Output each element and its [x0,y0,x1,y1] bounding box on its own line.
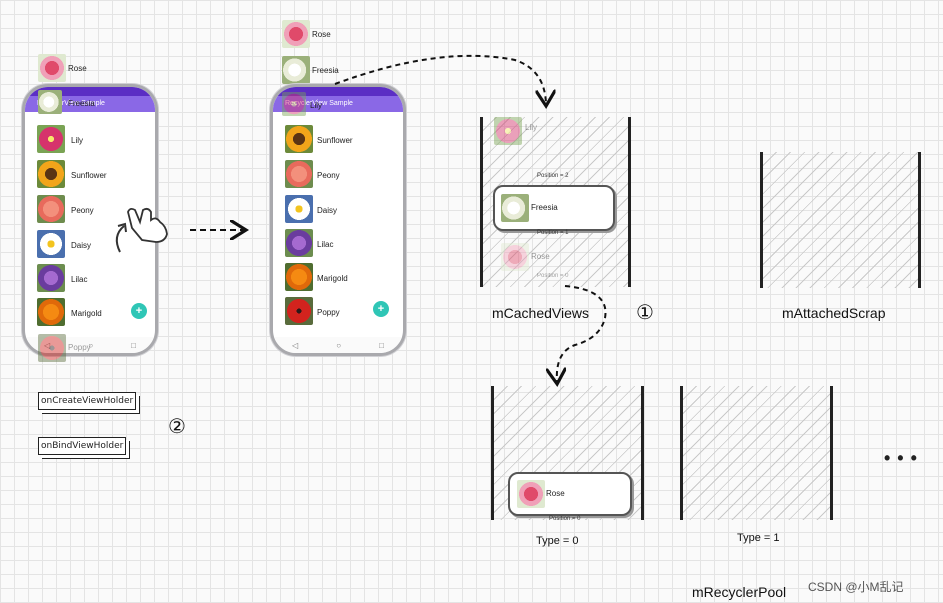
list-item-label[interactable]: Marigold [317,274,348,283]
peony-thumbnail [285,160,313,188]
recycler-pool-type1-column [680,386,833,520]
nav-bar: ◁ ○ □ [273,337,403,353]
step-one-marker: ① [636,300,654,324]
list-item-label[interactable]: Poppy [317,308,340,317]
list-item-label[interactable]: Marigold [71,309,102,318]
cached-freesia-label: Freesia [531,203,558,212]
lily-thumbnail [37,125,65,153]
rose-thumbnail [501,243,529,271]
home-icon[interactable]: ○ [336,340,342,350]
on-bind-view-holder-tag: onBindViewHolder [38,437,127,455]
recycler-pool-type0-column: Rose Position = 0 [491,386,644,522]
rose-thumbnail [517,480,545,508]
attached-scrap-column [760,152,921,288]
list-item-label[interactable]: Lilac [317,240,334,249]
right-phone-frame: RecyclerView Sample Sunflower Peony Dais… [270,84,406,356]
position-label: Position = 2 [537,173,569,179]
poppy-label: Poppy [68,343,91,352]
recents-icon[interactable]: □ [379,340,384,350]
freesia-label: Freesia [312,66,339,75]
freesia-thumbnail [38,90,62,114]
list-item-label[interactable]: Sunflower [71,171,107,180]
list-item-label[interactable]: Daisy [317,206,338,215]
pool-rose-label: Rose [546,489,565,498]
poppy-thumbnail [285,297,313,325]
daisy-thumbnail [37,230,65,258]
to-recycler-pool-arrow [557,285,607,382]
freesia-label: Freesia [68,99,95,108]
cached-views-title: mCachedViews [492,305,590,321]
list-item-label[interactable]: Sunflower [317,136,353,145]
status-bar [25,87,155,96]
left-phone-frame: RecyclerView Sample Lily Sunflower Peony… [22,84,158,356]
list-item-label[interactable]: Daisy [71,241,92,250]
position-label: Position = 1 [537,230,569,236]
daisy-thumbnail [285,195,313,223]
on-create-view-holder-tag: onCreateViewHolder [38,392,137,410]
lilac-thumbnail [37,264,65,292]
add-fab-button[interactable]: + [131,303,147,319]
to-cached-views-arrow [334,54,546,104]
list-item-label[interactable]: Peony [317,171,340,180]
rose-label: Rose [312,30,331,39]
cached-rose-label: Rose [531,252,550,261]
lily-thumbnail [494,117,522,145]
cached-views-column: Lily Position = 2 Freesia Position = 1 R… [480,117,631,287]
attached-scrap-title: mAttachedScrap [782,305,886,321]
back-icon[interactable]: ◁ [44,340,51,350]
position-label: Position = 0 [537,273,569,279]
lily-thumbnail [282,92,306,116]
sunflower-thumbnail [37,160,65,188]
lily-label: Lily [310,101,323,110]
sunflower-thumbnail [285,125,313,153]
status-bar [273,87,403,96]
recycler-pool-title: mRecyclerPool [692,584,787,600]
cached-lily-label: Lily [525,123,538,132]
recents-icon[interactable]: □ [131,340,136,350]
watermark: CSDN @小M乱记 [808,580,904,594]
marigold-thumbnail [37,298,65,326]
freesia-thumbnail [282,56,310,84]
pool-rose-card: Rose [508,472,632,516]
rose-thumbnail [38,54,66,82]
app-bar-title: RecyclerView Sample [273,96,403,112]
add-fab-button[interactable]: + [373,301,389,317]
type-0-label: Type = 0 [536,535,579,547]
position-label: Position = 0 [549,516,581,522]
cached-freesia-card: Freesia [493,185,615,231]
nav-bar: ◁ ○ □ [25,337,155,353]
back-icon[interactable]: ◁ [292,340,299,350]
lilac-thumbnail [285,229,313,257]
list-item-label[interactable]: Lily [71,136,84,145]
list-item-label[interactable]: Peony [71,206,94,215]
type-1-label: Type = 1 [737,532,780,544]
rose-label: Rose [68,64,87,73]
peony-thumbnail [37,195,65,223]
step-two-marker: ② [168,414,186,438]
list-item-label[interactable]: Lilac [71,275,88,284]
poppy-thumbnail [38,334,66,362]
more-ellipsis-icon: • • • [884,448,918,468]
marigold-thumbnail [285,263,313,291]
rose-thumbnail [282,20,310,48]
freesia-thumbnail [501,194,529,222]
home-icon[interactable]: ○ [88,340,94,350]
